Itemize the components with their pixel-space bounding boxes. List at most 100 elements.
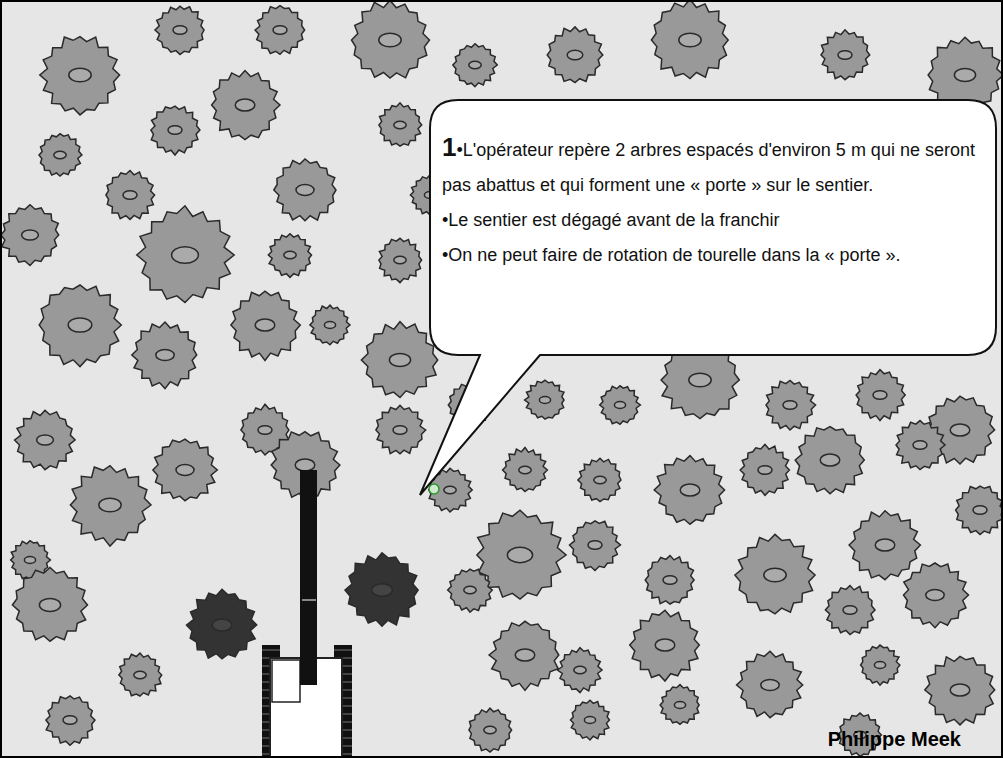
tree-trunk	[134, 671, 146, 678]
tree-crown	[46, 696, 95, 745]
tree-trunk	[63, 716, 77, 725]
tree-trunk	[679, 33, 701, 47]
tree-trunk	[820, 454, 840, 466]
tree-crown	[137, 206, 234, 303]
tree-crown	[212, 71, 280, 140]
tree-trunk	[843, 606, 857, 615]
tree-trunk	[69, 68, 91, 82]
tree-crown	[600, 386, 641, 425]
tree-trunk	[295, 459, 315, 471]
tree-trunk	[680, 484, 700, 496]
tree-trunk	[37, 435, 54, 445]
tree-crown	[557, 648, 602, 693]
tree-crown	[849, 511, 920, 580]
tree-crown	[310, 305, 350, 345]
tree-trunk	[123, 191, 137, 200]
tree-trunk	[913, 441, 927, 450]
tree-crown	[376, 405, 426, 454]
tree-trunk	[389, 354, 410, 367]
tree-trunk	[515, 649, 535, 661]
tree-crown	[379, 238, 422, 282]
tree-crown	[448, 569, 493, 612]
tree-trunk	[212, 619, 232, 631]
tree-crown	[651, 0, 728, 79]
tree-trunk	[507, 547, 532, 562]
tree-trunk	[663, 576, 677, 585]
tree-crown	[578, 458, 621, 501]
tree-trunk	[99, 498, 121, 512]
tree-trunk	[484, 726, 496, 733]
note-text: •L'opérateur repère 2 arbres espacés d'e…	[442, 140, 975, 195]
tree-crown	[489, 621, 559, 690]
tree-trunk	[838, 51, 852, 60]
tree-trunk	[394, 121, 406, 128]
tree-trunk	[875, 539, 895, 551]
tree-crown	[956, 486, 1003, 534]
tree-crown	[39, 285, 121, 367]
tree-trunk	[54, 151, 66, 158]
bubble-line: •On ne peut faire de rotation de tourell…	[442, 238, 980, 273]
tree-trunk	[783, 401, 797, 410]
feller-buncher	[262, 470, 352, 758]
tree-crown	[735, 534, 815, 613]
tree-trunk	[758, 466, 772, 475]
tree-crown	[654, 456, 724, 525]
callout-number: 1	[442, 132, 456, 162]
tree-crown	[571, 700, 610, 740]
cab-window	[272, 660, 300, 702]
tree-crown	[904, 563, 969, 628]
tree-trunk	[873, 391, 887, 400]
tree-trunk	[973, 506, 987, 515]
tree-trunk	[950, 424, 970, 436]
tree-crown	[570, 521, 621, 571]
marker	[429, 484, 439, 494]
tree-crown	[660, 685, 699, 725]
boom-joint	[302, 599, 316, 601]
bubble-path	[420, 100, 996, 495]
tree-crown	[737, 651, 803, 717]
tree-trunk	[614, 402, 625, 409]
tree-crown	[1, 205, 59, 266]
tree-trunk	[574, 666, 586, 673]
bubble-line: 1•L'opérateur repère 2 arbres espacés d'…	[442, 130, 980, 203]
kept-tree	[345, 553, 418, 626]
tree-trunk	[372, 584, 393, 597]
note-text: •On ne peut faire de rotation de tourell…	[442, 245, 901, 265]
tree-crown	[106, 171, 155, 220]
tree-trunk	[255, 319, 275, 331]
tree-crown	[525, 380, 564, 419]
tree-crown	[477, 510, 566, 599]
tree-trunk	[444, 486, 456, 493]
tree-trunk	[926, 589, 944, 600]
tree-crown	[861, 645, 900, 685]
tree-crown	[268, 234, 311, 278]
tree-trunk	[655, 639, 675, 651]
tree-trunk	[588, 541, 602, 550]
tree-crown	[896, 421, 945, 470]
tree-trunk	[594, 476, 606, 483]
tread	[262, 649, 280, 651]
tree-crown	[70, 466, 151, 546]
tree-trunk	[689, 373, 711, 387]
tree-trunk	[168, 126, 182, 135]
tree-trunk	[24, 557, 35, 564]
tree-trunk	[173, 26, 187, 35]
note-text: •Le sentier est dégagé avant de la franc…	[442, 210, 780, 230]
tree-crown	[15, 410, 76, 469]
tree-trunk	[284, 251, 296, 258]
tree-trunk	[674, 702, 685, 709]
tree-crown	[151, 106, 200, 155]
tree-crown	[795, 427, 864, 494]
bubble-content: 1•L'opérateur repère 2 arbres espacés d'…	[430, 100, 1000, 283]
speech-bubble: 1•L'opérateur repère 2 arbres espacés d'…	[430, 100, 1000, 355]
tree-crown	[469, 708, 512, 752]
tree-trunk	[954, 69, 975, 82]
tree-crown	[645, 556, 694, 604]
tree-crown	[132, 322, 197, 389]
credit: Philippe Meek	[828, 728, 961, 751]
tread	[334, 649, 352, 651]
tree-trunk	[172, 247, 199, 263]
